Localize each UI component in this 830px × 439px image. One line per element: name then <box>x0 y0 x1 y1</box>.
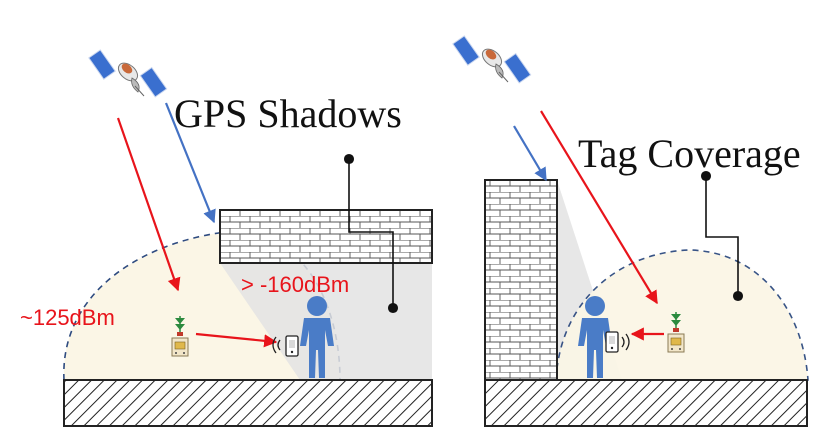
signal-strong-label: ~125dBm <box>20 305 115 330</box>
tag-coverage-area-right <box>555 249 809 381</box>
gps-shadow-callout-line <box>343 153 399 314</box>
satellite-icon <box>452 35 532 84</box>
satellite-signal-line <box>116 117 181 292</box>
tag-signal-line <box>195 332 278 348</box>
right-scene: Tag Coverage <box>452 35 809 427</box>
phone-icon <box>605 331 619 353</box>
tag-coverage-label: Tag Coverage <box>578 131 801 176</box>
brick-wall-icon <box>219 209 433 264</box>
blocked-signal-line <box>513 125 547 182</box>
left-scene: GPS Shadows ~125dBm > -160dBm <box>20 49 433 427</box>
gps-shadows-label: GPS Shadows <box>174 91 402 136</box>
ground-hatch-icon <box>63 379 433 427</box>
ground-hatch-icon <box>484 379 808 427</box>
blocked-signal-line <box>164 102 216 224</box>
satellite-signal-line <box>540 110 658 305</box>
satellite-icon <box>88 49 168 98</box>
brick-wall-icon <box>484 179 558 381</box>
phone-icon <box>285 335 299 357</box>
tag-coverage-callout-line <box>700 170 744 302</box>
signal-weak-label: > -160dBm <box>241 272 349 297</box>
wireless-wave-icon <box>272 336 281 354</box>
wireless-wave-icon <box>621 333 630 351</box>
